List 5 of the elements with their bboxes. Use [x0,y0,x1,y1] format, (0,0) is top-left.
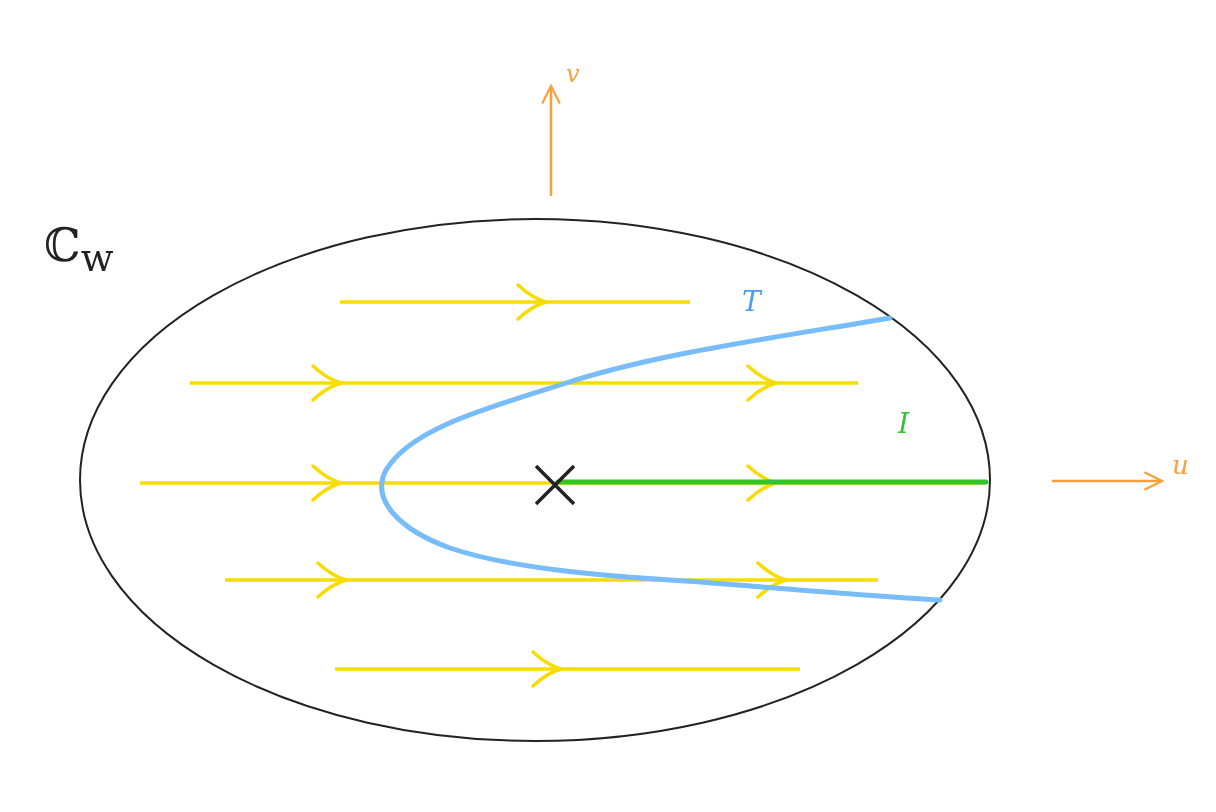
curve-label: T [742,288,761,316]
axis-label: u [1172,452,1189,478]
plane-label: ℂ$_{w}$ [44,222,114,278]
axis-label: v [566,62,580,86]
curve-label: I [898,410,910,438]
